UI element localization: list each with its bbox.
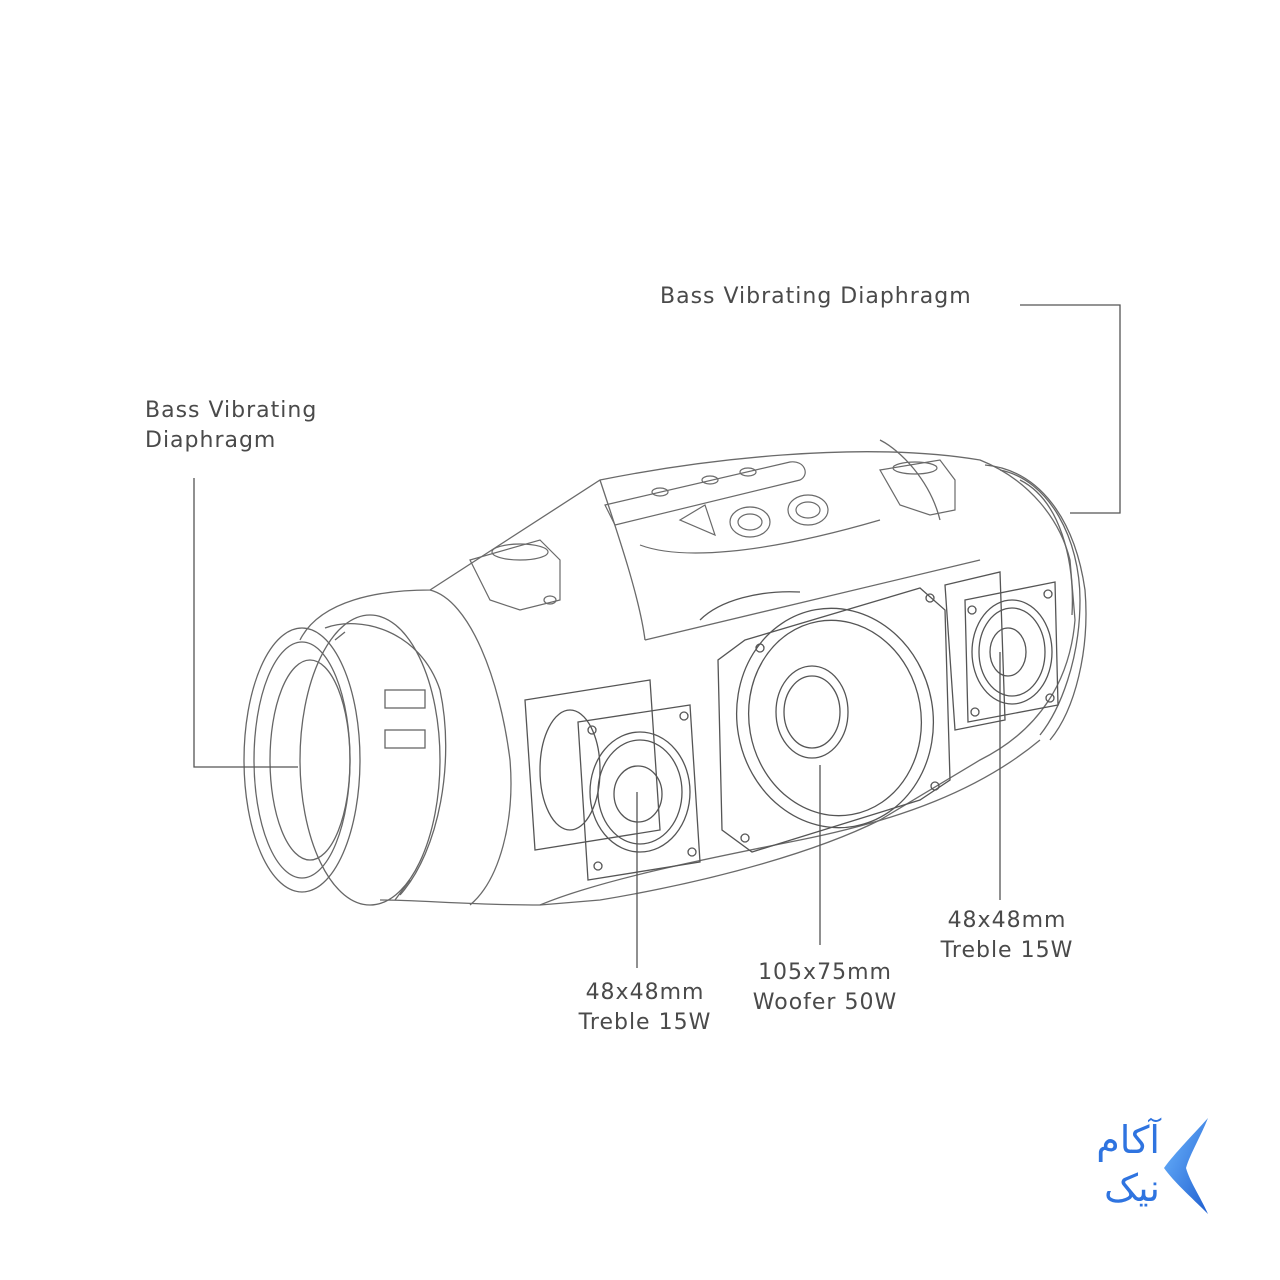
label-woofer: 105x75mm Woofer 50W: [740, 958, 910, 1018]
label-line: 48x48mm: [947, 908, 1067, 933]
label-line: Diaphragm: [145, 428, 277, 453]
logo-text-line1: آکام: [1096, 1118, 1160, 1162]
label-left-treble: 48x48mm Treble 15W: [560, 978, 730, 1038]
label-right-bass-diaphragm: Bass Vibrating Diaphragm: [660, 284, 972, 309]
label-line: Treble 15W: [578, 1010, 712, 1035]
label-line: Treble 15W: [940, 938, 1074, 963]
leader-right-diaphragm: [1020, 304, 1121, 514]
label-right-treble: 48x48mm Treble 15W: [922, 906, 1092, 966]
strap-mounts: [469, 459, 956, 611]
label-line: 48x48mm: [585, 980, 705, 1005]
label-line: 105x75mm: [758, 960, 892, 985]
speaker-body: [299, 439, 1076, 906]
leader-lines: [193, 304, 1121, 968]
label-line: Bass Vibrating: [145, 398, 318, 423]
brand-logo: آکام نیک: [1020, 1112, 1220, 1222]
right-treble-speaker: [944, 571, 1059, 731]
logo-text-line2: نیک: [1103, 1166, 1160, 1210]
control-panel: [604, 461, 881, 554]
label-line: Woofer 50W: [752, 990, 898, 1015]
chevron-left-icon: [1164, 1118, 1208, 1214]
leader-left-diaphragm: [193, 478, 298, 768]
woofer-speaker: [699, 587, 951, 853]
left-bass-diaphragm: [243, 614, 447, 906]
label-left-bass-diaphragm: Bass Vibrating Diaphragm: [145, 396, 317, 456]
left-treble-speaker: [524, 679, 701, 881]
